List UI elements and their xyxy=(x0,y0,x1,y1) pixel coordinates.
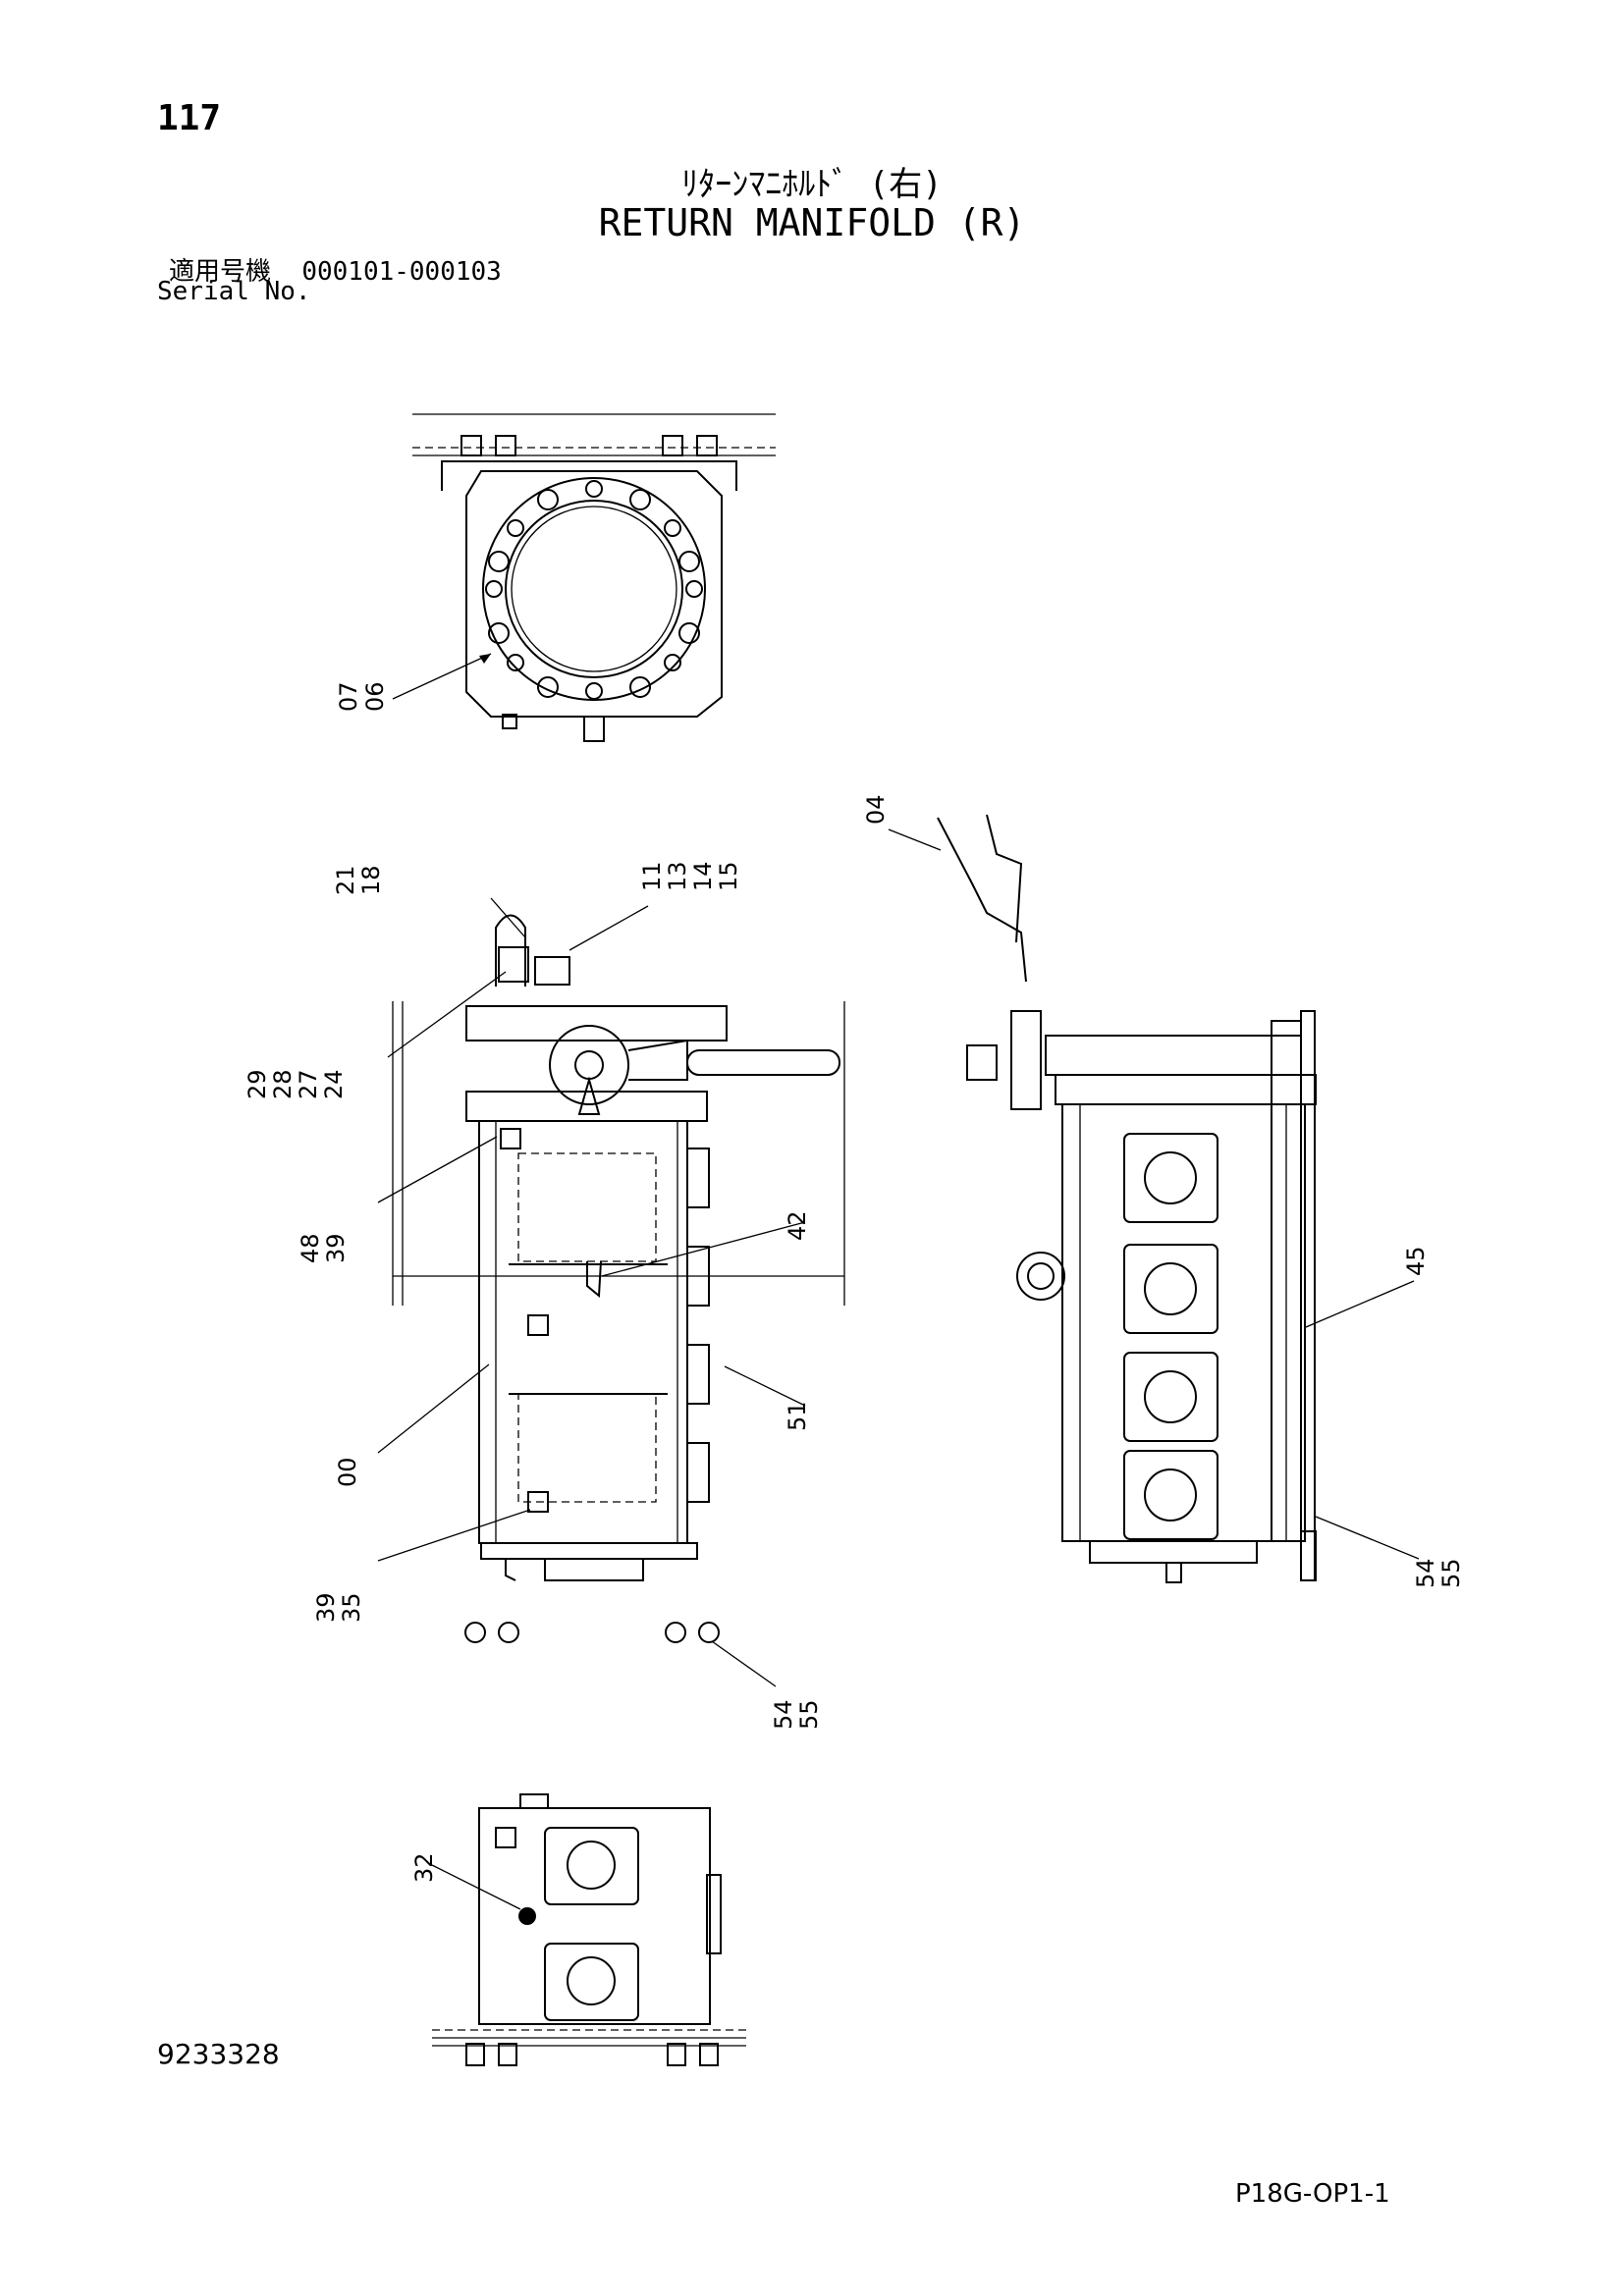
callout-11: 11 xyxy=(638,861,666,891)
callout-42: 42 xyxy=(784,1210,811,1241)
front-manifold-view xyxy=(377,897,845,1687)
callout-labels: 07 06 21 18 11 13 14 15 04 29 28 27 24 4… xyxy=(244,681,1465,1883)
serial-label-english: Serial No. xyxy=(157,277,311,306)
callout-55-side: 55 xyxy=(1437,1558,1465,1588)
callout-32: 32 xyxy=(410,1852,438,1883)
callout-51: 51 xyxy=(784,1401,811,1431)
callout-04: 04 xyxy=(862,794,890,825)
serial-range: 000101-000103 xyxy=(301,257,502,287)
callout-21: 21 xyxy=(332,865,359,895)
callout-39-lower: 39 xyxy=(312,1592,340,1623)
callout-14: 14 xyxy=(689,861,717,891)
callout-18: 18 xyxy=(357,865,385,895)
callout-06: 06 xyxy=(361,681,389,712)
callout-29: 29 xyxy=(244,1069,271,1099)
side-manifold-view xyxy=(888,814,1420,1583)
page-number: 117 xyxy=(157,98,222,138)
callout-54-front: 54 xyxy=(770,1699,797,1730)
callout-28: 28 xyxy=(269,1069,297,1099)
top-flange-view xyxy=(392,413,776,742)
page-code: P18G-OP1-1 xyxy=(1235,2179,1390,2209)
serial-label-jp: 適用号機 xyxy=(169,257,272,287)
callout-15: 15 xyxy=(715,861,742,891)
title-english: RETURN MANIFOLD (R) xyxy=(598,201,1026,244)
title-japanese: ﾘﾀｰﾝﾏﾆﾎﾙﾄﾞ (右) xyxy=(681,165,943,204)
callout-35: 35 xyxy=(338,1592,365,1623)
callout-00: 00 xyxy=(334,1457,361,1487)
callout-13: 13 xyxy=(664,861,691,891)
callout-27: 27 xyxy=(295,1069,322,1099)
callout-55-front: 55 xyxy=(795,1699,823,1730)
callout-45: 45 xyxy=(1402,1246,1430,1276)
serial-line-japanese: 適用号機 000101-000103 xyxy=(169,251,502,288)
bottom-manifold-view xyxy=(431,1793,746,2066)
callout-39-upper: 39 xyxy=(322,1233,350,1263)
callout-24: 24 xyxy=(320,1069,348,1099)
callout-07: 07 xyxy=(335,681,362,712)
document-number: 9233328 xyxy=(157,2038,280,2070)
callout-54-side: 54 xyxy=(1412,1558,1439,1588)
callout-48: 48 xyxy=(297,1233,324,1263)
